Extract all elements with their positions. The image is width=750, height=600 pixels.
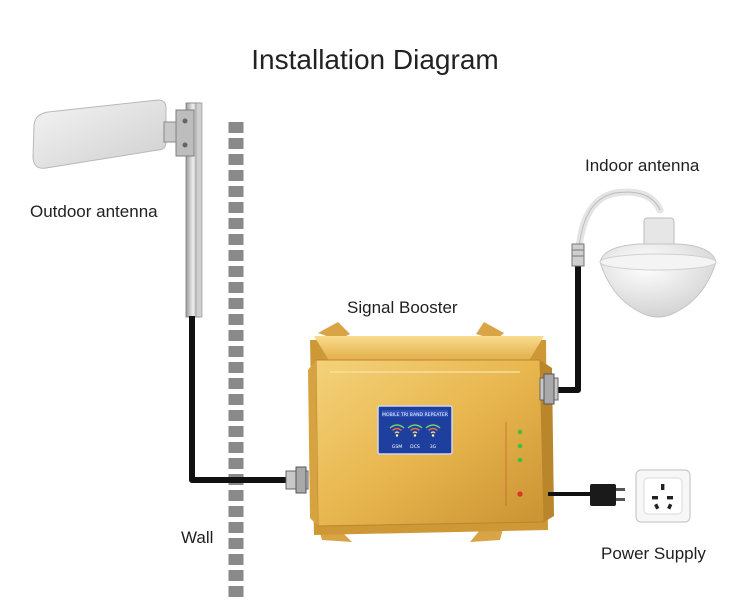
signal-booster-label: Signal Booster: [347, 298, 458, 317]
dcs-signal-icon: [407, 424, 423, 437]
indoor-cable: [556, 262, 581, 393]
band-label-gsm: GSM: [392, 444, 402, 450]
wall-label: Wall: [181, 528, 214, 547]
outdoor-antenna-icon: [32, 99, 195, 169]
diagram-title: Installation Diagram: [251, 44, 499, 75]
indoor-antenna-label: Indoor antenna: [585, 156, 700, 175]
gsm-signal-icon: [389, 424, 405, 437]
outdoor-antenna-label: Outdoor antenna: [30, 202, 158, 221]
booster-panel: MOBILE TRI BAND REPEATER GSM DCS 3G: [377, 405, 453, 455]
band-label-dcs: DCS: [410, 444, 420, 450]
band-label-3g: 3G: [430, 444, 437, 450]
outdoor-cable: [189, 316, 292, 483]
power-supply-label: Power Supply: [601, 544, 706, 563]
power-adapter-icon: [548, 484, 625, 506]
booster-panel-heading: MOBILE TRI BAND REPEATER: [382, 412, 449, 418]
indoor-antenna-connector: [571, 188, 664, 267]
power-socket-icon: [635, 469, 691, 523]
indoor-antenna-icon: [599, 217, 717, 318]
3g-signal-icon: [425, 424, 441, 437]
